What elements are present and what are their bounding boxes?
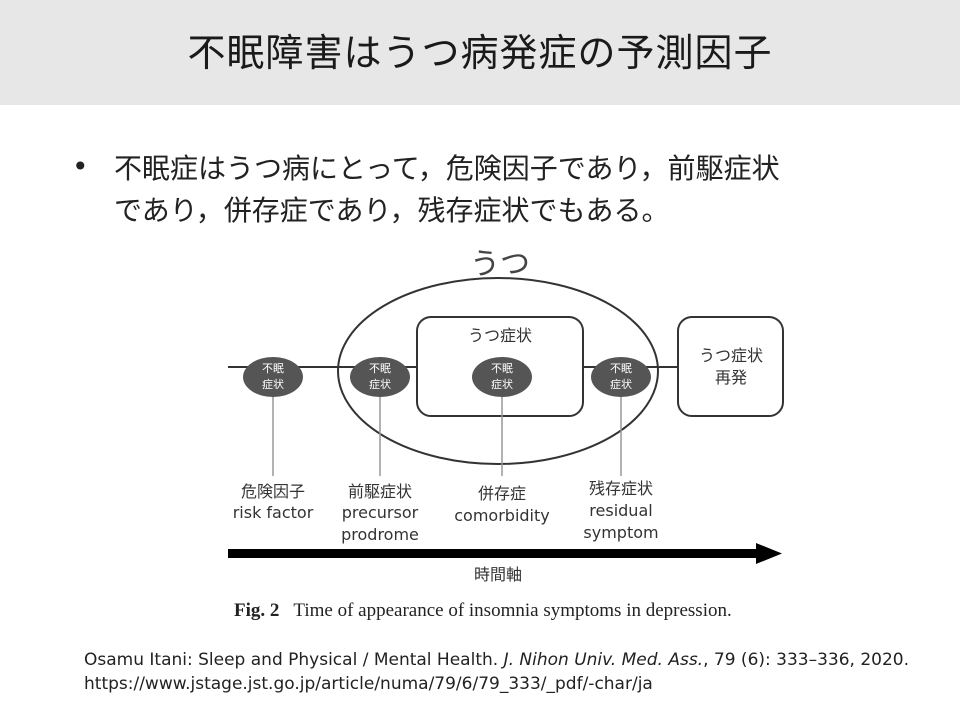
citation-journal: J. Nihon Univ. Med. Ass. <box>503 650 704 670</box>
label-precursor-en1: precursor <box>342 503 419 522</box>
figure-number: Fig. 2 <box>234 600 280 621</box>
svg-text:症状: 症状 <box>262 377 284 391</box>
svg-text:不眠: 不眠 <box>491 362 513 375</box>
bullet-marker: • <box>72 150 89 183</box>
label-residual-jp: 残存症状 <box>589 479 653 498</box>
svg-text:症状: 症状 <box>491 377 513 391</box>
figure-caption-text: Time of appearance of insomnia symptoms … <box>293 600 732 621</box>
title-bar <box>0 0 960 105</box>
relapse-label-1: うつ症状 <box>699 346 763 365</box>
citation-authors: Osamu Itani: Sleep and Physical / Mental… <box>84 650 504 670</box>
label-precursor-en2: prodrome <box>341 525 419 544</box>
slide-title: 不眠障害はうつ病発症の予測因子 <box>187 31 773 75</box>
label-residual-en2: symptom <box>583 523 658 542</box>
svg-text:不眠: 不眠 <box>610 362 632 375</box>
insomnia-node-residual: 不眠 症状 <box>591 357 651 397</box>
svg-text:不眠: 不眠 <box>262 362 284 375</box>
citation-url[interactable]: https://www.jstage.jst.go.jp/article/num… <box>84 674 653 694</box>
svg-text:症状: 症状 <box>610 377 632 391</box>
time-axis-arrow <box>228 543 782 564</box>
label-risk-jp: 危険因子 <box>241 482 305 501</box>
insomnia-node-precursor: 不眠 症状 <box>350 357 410 397</box>
depression-label: うつ <box>470 247 530 282</box>
bullet-line-1: 不眠症はうつ病にとって，危険因子であり，前駆症状 <box>114 152 780 185</box>
label-risk-en: risk factor <box>233 503 314 522</box>
depressive-symptoms-label: うつ症状 <box>468 326 532 345</box>
relapse-box <box>677 316 784 417</box>
relapse-label-2: 再発 <box>715 368 747 387</box>
label-comorbidity-jp: 併存症 <box>478 484 526 503</box>
label-comorbidity-en: comorbidity <box>454 506 549 525</box>
depression-ellipse <box>337 277 659 465</box>
bullet-line-2: であり，併存症であり，残存症状でもある。 <box>114 194 670 227</box>
svg-text:症状: 症状 <box>369 377 391 391</box>
label-residual-en1: residual <box>589 501 652 520</box>
bullet-text: 不眠症はうつ病にとって，危険因子であり，前駆症状 であり，併存症であり，残存症状… <box>114 148 904 232</box>
insomnia-node-risk: 不眠 症状 <box>243 357 303 397</box>
insomnia-node-comorbidity: 不眠 症状 <box>472 357 532 397</box>
label-precursor-jp: 前駆症状 <box>348 482 412 501</box>
figure-caption: Fig. 2 Time of appearance of insomnia sym… <box>234 600 732 622</box>
citation: Osamu Itani: Sleep and Physical / Mental… <box>84 648 909 696</box>
citation-volume: , 79 (6): 333–336, 2020. <box>703 650 910 670</box>
svg-text:不眠: 不眠 <box>369 362 391 375</box>
citation-line-1: Osamu Itani: Sleep and Physical / Mental… <box>84 648 909 672</box>
time-axis-label: 時間軸 <box>474 565 522 584</box>
